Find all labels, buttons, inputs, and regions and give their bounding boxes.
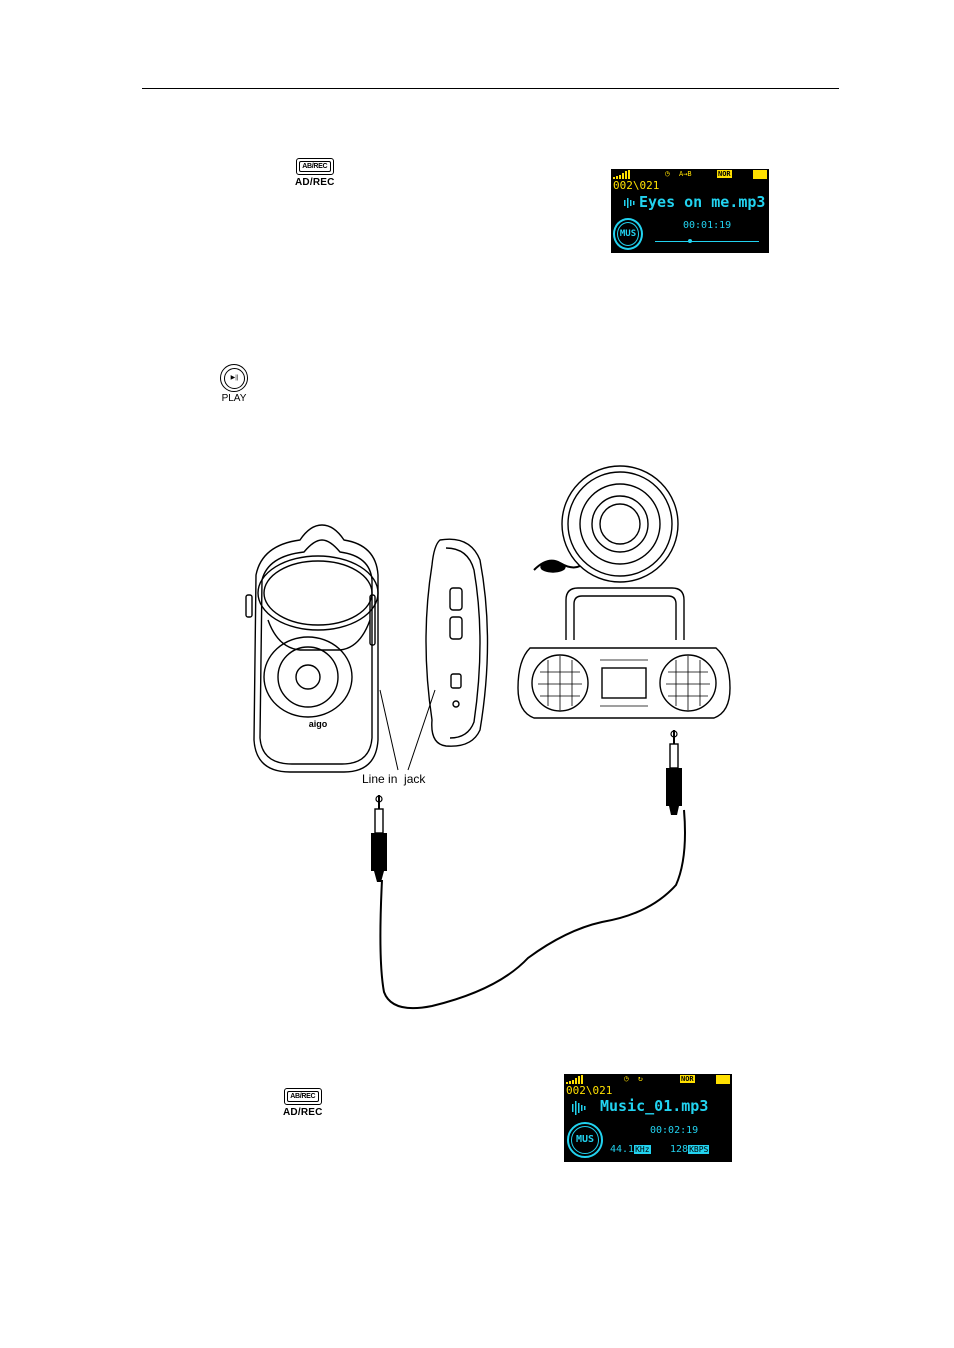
bitrate-value: 128 — [670, 1144, 688, 1155]
elapsed-time: 00:02:19 — [650, 1125, 698, 1136]
track-counter: 002\021 — [566, 1085, 612, 1097]
speaker-illustration — [534, 466, 678, 582]
signal-icon — [566, 1075, 584, 1084]
sample-rate: 44.1KHz — [610, 1144, 651, 1155]
bitrate: 128KBPS — [670, 1144, 709, 1155]
line-in-jack-label: Line in jack — [362, 772, 425, 786]
equalizer-icon — [572, 1101, 586, 1115]
adrec-button-icon: AB/REC — [284, 1088, 322, 1105]
right-plug-illustration — [666, 730, 682, 815]
brand-logo: aigo — [309, 719, 328, 729]
left-plug-illustration — [371, 795, 387, 882]
boombox-illustration — [518, 588, 730, 718]
adrec-label: AD/REC — [283, 1107, 323, 1118]
repeat-icon: ↻ — [638, 1074, 643, 1083]
adrec-key-bottom: AB/REC AD/REC — [283, 1088, 323, 1118]
adrec-cap-text: AB/REC — [287, 1091, 319, 1102]
player-side-illustration — [426, 539, 488, 746]
sample-rate-value: 44.1 — [610, 1144, 634, 1155]
player-front-illustration — [246, 525, 378, 772]
bitrate-unit: KBPS — [688, 1145, 709, 1154]
song-title: Music_01.mp3 — [600, 1097, 708, 1115]
battery-icon — [716, 1075, 730, 1084]
sample-rate-unit: KHz — [634, 1145, 650, 1154]
player-screen-2: ◷ ↻ NOR 002\021 Music_01.mp3 MUS 00:02:1… — [564, 1074, 732, 1162]
mode-badge: NOR — [680, 1075, 695, 1083]
clock-icon: ◷ — [624, 1074, 629, 1083]
music-mode-logo: MUS — [567, 1122, 603, 1158]
